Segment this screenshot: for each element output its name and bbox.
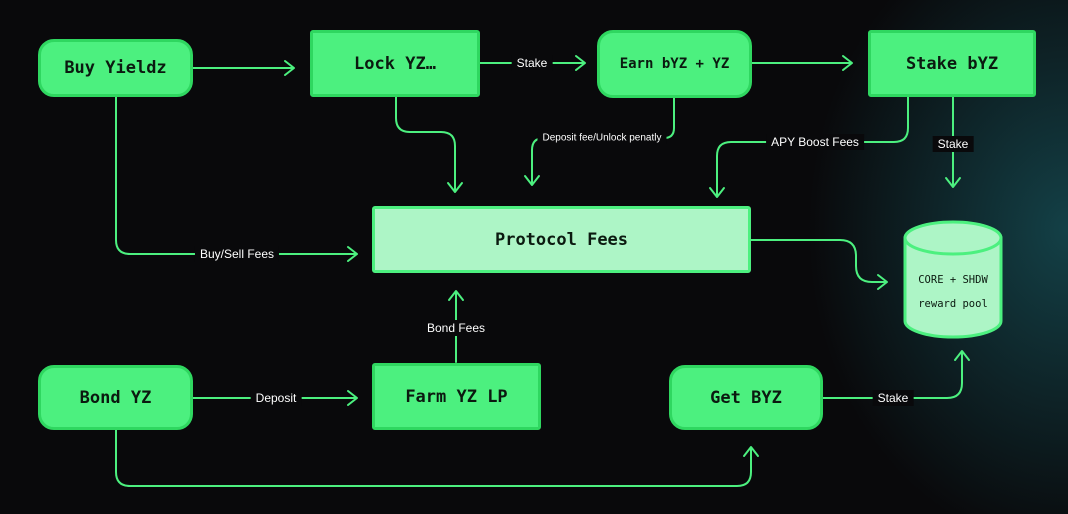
reward-pool-cylinder bbox=[903, 220, 1003, 339]
node-bond-yz-label: Bond YZ bbox=[79, 387, 152, 408]
edge-getbyz-to-pool bbox=[822, 350, 970, 399]
reward-pool-line2: reward pool bbox=[918, 298, 988, 310]
edge-label-buy-sell-fees: Buy/Sell Fees bbox=[194, 246, 280, 262]
node-get-byz-label: Get BYZ bbox=[710, 387, 782, 408]
edge-earn-to-stake bbox=[751, 55, 853, 71]
edge-buy-to-lock bbox=[192, 60, 295, 76]
node-farm-label: Farm YZ LP bbox=[405, 386, 508, 407]
node-bond-yz: Bond YZ bbox=[38, 365, 193, 430]
edge-protocol-to-pool bbox=[750, 239, 888, 290]
edge-label-stake-lock-earn: Stake bbox=[511, 55, 553, 71]
edge-label-stake-to-pool: Stake bbox=[932, 136, 974, 152]
node-stake-byz-label: Stake bYZ bbox=[905, 53, 999, 74]
edge-label-bond-fees: Bond Fees bbox=[421, 320, 491, 336]
node-stake-byz: Stake bYZ bbox=[868, 30, 1036, 97]
edge-buy-to-protocol bbox=[115, 96, 358, 262]
node-get-byz: Get BYZ bbox=[669, 365, 823, 430]
edge-bond-to-getbyz bbox=[115, 429, 759, 487]
edge-label-deposit-fee: Deposit fee/Unlock penatly bbox=[537, 131, 667, 145]
node-protocol-fees-label: Protocol Fees bbox=[494, 229, 629, 250]
node-earn-byz-yz: Earn bYZ + YZ bbox=[597, 30, 752, 98]
node-lock-yz-label: Lock YZ… bbox=[354, 53, 436, 74]
node-buy-yieldz-label: Buy Yieldz bbox=[64, 58, 167, 78]
node-lock-yz: Lock YZ… bbox=[310, 30, 480, 97]
edge-lock-to-protocol bbox=[395, 96, 463, 193]
node-buy-yieldz: Buy Yieldz bbox=[38, 39, 193, 97]
node-protocol-fees: Protocol Fees bbox=[372, 206, 751, 273]
edge-label-stake-get-byz: Stake bbox=[872, 390, 914, 406]
edge-label-deposit: Deposit bbox=[250, 390, 302, 406]
node-earn-label: Earn bYZ + YZ bbox=[619, 56, 730, 72]
edge-label-apy-boost: APY Boost Fees bbox=[766, 134, 864, 150]
node-farm-yz-lp: Farm YZ LP bbox=[372, 363, 541, 430]
reward-pool-line1: CORE + SHDW bbox=[918, 274, 988, 286]
